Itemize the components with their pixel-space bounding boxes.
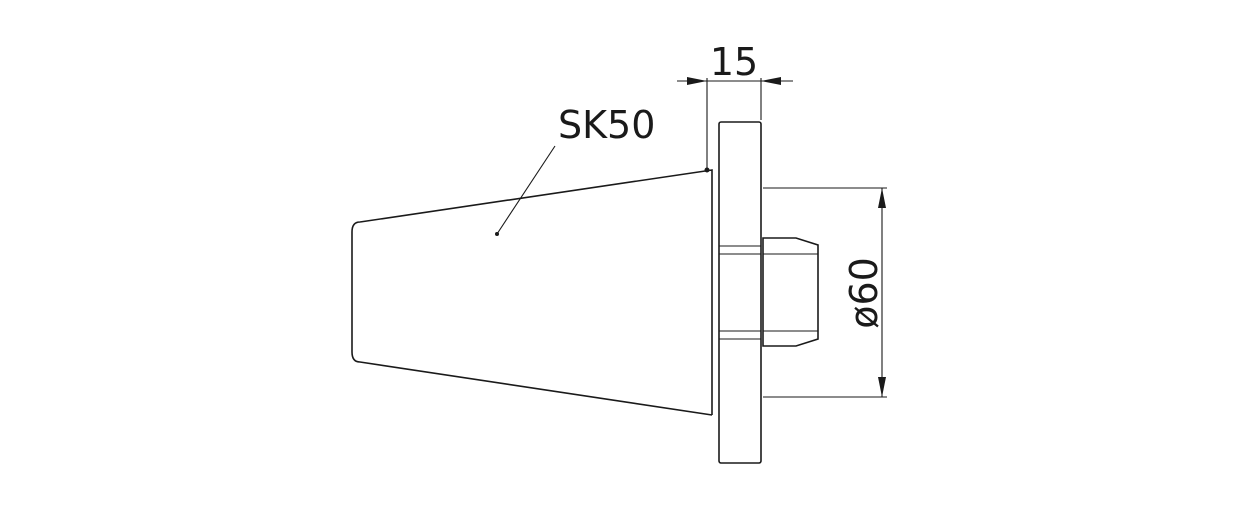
dimension-arrow [687, 77, 707, 85]
leader-dot [495, 232, 499, 236]
part-label: SK50 [558, 103, 655, 147]
dimension-arrow [878, 377, 886, 397]
dimension-diameter-label: ø60 [842, 257, 886, 329]
leader-line [496, 145, 556, 235]
corner-point [704, 167, 710, 173]
dimension-arrow [878, 188, 886, 208]
dimension-width-label: 15 [710, 40, 758, 84]
pilot-stud [762, 237, 819, 347]
taper-shank [351, 169, 713, 416]
flange [718, 121, 762, 464]
dimension-arrow [761, 77, 781, 85]
